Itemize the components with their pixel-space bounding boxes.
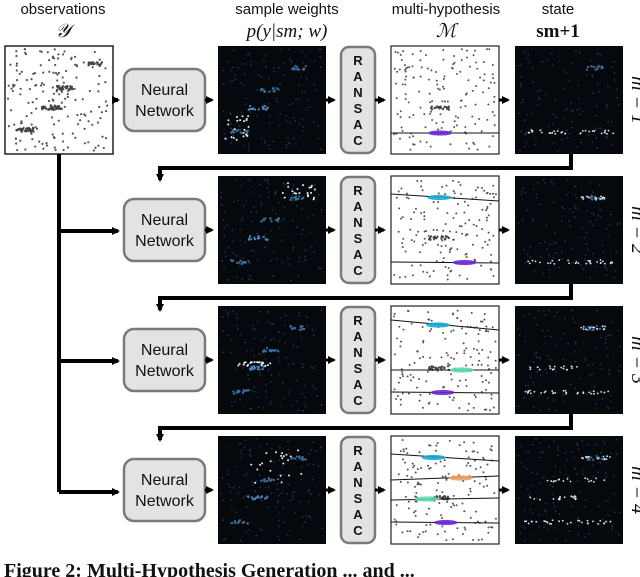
ransac-letter: S (354, 231, 363, 246)
header-multi-hypothesis: multi-hypothesis (392, 1, 500, 18)
hypothesis-inliers (448, 475, 473, 481)
ransac-letter: A (353, 69, 363, 84)
neural-network-label-line1: Neural (141, 82, 188, 99)
header-observations-symbol: 𝒴 (56, 21, 76, 42)
ransac-letter: A (353, 117, 363, 132)
row-2: NeuralNetworkRANSACm = 2 (122, 175, 640, 312)
sample-weights-points (220, 438, 324, 542)
header-observations: observations (20, 1, 105, 18)
ransac-letter: R (353, 313, 363, 328)
row-3: NeuralNetworkRANSACm = 3 (122, 305, 640, 442)
observations-points (6, 47, 109, 152)
hypothesis-inliers (427, 194, 452, 201)
row-label: m = 4 (627, 466, 640, 514)
ransac-letter: S (354, 101, 363, 116)
ransac-letter: R (353, 53, 363, 68)
hypothesis-line (390, 475, 500, 481)
neural-network-box (122, 327, 207, 393)
row-4: NeuralNetworkRANSACm = 4 (122, 435, 640, 545)
ransac-letter: A (353, 247, 363, 262)
header-state: state (542, 1, 575, 18)
header-sample-weights-formula: p(y|sm; w) (245, 21, 328, 42)
neural-network-label-line1: Neural (141, 212, 188, 229)
state-panel (515, 176, 623, 284)
header-sample-weights: sample weights (235, 1, 338, 18)
state-feedback-arrow (156, 414, 573, 442)
ransac-letter: R (353, 183, 363, 198)
sample-weights-points (222, 48, 322, 151)
multi-hypothesis-points (390, 179, 500, 281)
multi-hypothesis-panel (390, 175, 500, 285)
state-panel (515, 436, 623, 544)
neural-network-label-line2: Network (135, 233, 195, 250)
state-points (517, 438, 621, 542)
row-label: m = 2 (627, 206, 640, 254)
ransac-letter: C (353, 393, 363, 408)
state-points (517, 309, 621, 412)
state-panel (515, 306, 623, 414)
ransac-letter: S (354, 361, 363, 376)
multi-hypothesis-panel (390, 45, 500, 155)
multi-hypothesis-panel (390, 435, 500, 545)
hypothesis-inliers (414, 496, 439, 502)
multi-hypothesis-points (391, 48, 499, 151)
neural-network-label-line1: Neural (141, 342, 188, 359)
state-feedback-arrow (156, 154, 573, 182)
neural-network-label-line2: Network (135, 493, 195, 510)
ransac-letter: N (353, 215, 362, 230)
hypothesis-line (390, 261, 500, 264)
ransac-letter: C (353, 263, 363, 278)
ransac-letter: R (353, 443, 363, 458)
sample-weights-points (220, 178, 323, 282)
multi-hypothesis-points (390, 439, 500, 542)
sample-weights-panel (218, 306, 326, 414)
ransac-letter: C (353, 133, 363, 148)
hypothesis-inliers (426, 322, 451, 328)
state-points (517, 50, 620, 152)
hypothesis-inliers (430, 389, 455, 396)
ransac-letter: A (353, 377, 363, 392)
ransac-letter: A (353, 329, 363, 344)
neural-network-box (122, 457, 207, 523)
multi-hypothesis-points (390, 309, 500, 412)
hypothesis-inliers (452, 259, 477, 266)
ransac-letter: S (354, 491, 363, 506)
neural-network-label-line2: Network (135, 363, 195, 380)
hypothesis-inliers (428, 130, 453, 136)
neural-network-label-line1: Neural (141, 472, 188, 489)
ransac-letter: N (353, 475, 362, 490)
state-panel (515, 46, 623, 154)
figure-caption: Figure 2: Multi-Hypothesis Generation ..… (4, 560, 415, 577)
hypothesis-inliers (450, 367, 475, 373)
sample-weights-points (222, 309, 323, 412)
neural-network-box (122, 67, 207, 133)
state-points (517, 178, 621, 279)
sample-weights-panel (218, 176, 326, 284)
row-1: NeuralNetworkRANSACm = 1 (122, 45, 640, 182)
ransac-letter: N (353, 345, 362, 360)
ransac-letter: A (353, 507, 363, 522)
header-multi-hypothesis-symbol: ℳ (436, 21, 459, 42)
row-label: m = 1 (627, 76, 640, 124)
hypothesis-line (390, 497, 500, 501)
neural-network-label-line2: Network (135, 103, 195, 120)
ransac-letter: C (353, 523, 363, 538)
ransac-letter: N (353, 85, 362, 100)
header-state-symbol: sm+1 (536, 21, 580, 42)
ransac-letter: A (353, 459, 363, 474)
ransac-letter: A (353, 199, 363, 214)
state-feedback-arrow (156, 284, 573, 312)
hypothesis-inliers (433, 519, 458, 526)
hypothesis-inliers (421, 454, 446, 461)
row-label: m = 3 (627, 336, 640, 384)
neural-network-box (122, 197, 207, 263)
